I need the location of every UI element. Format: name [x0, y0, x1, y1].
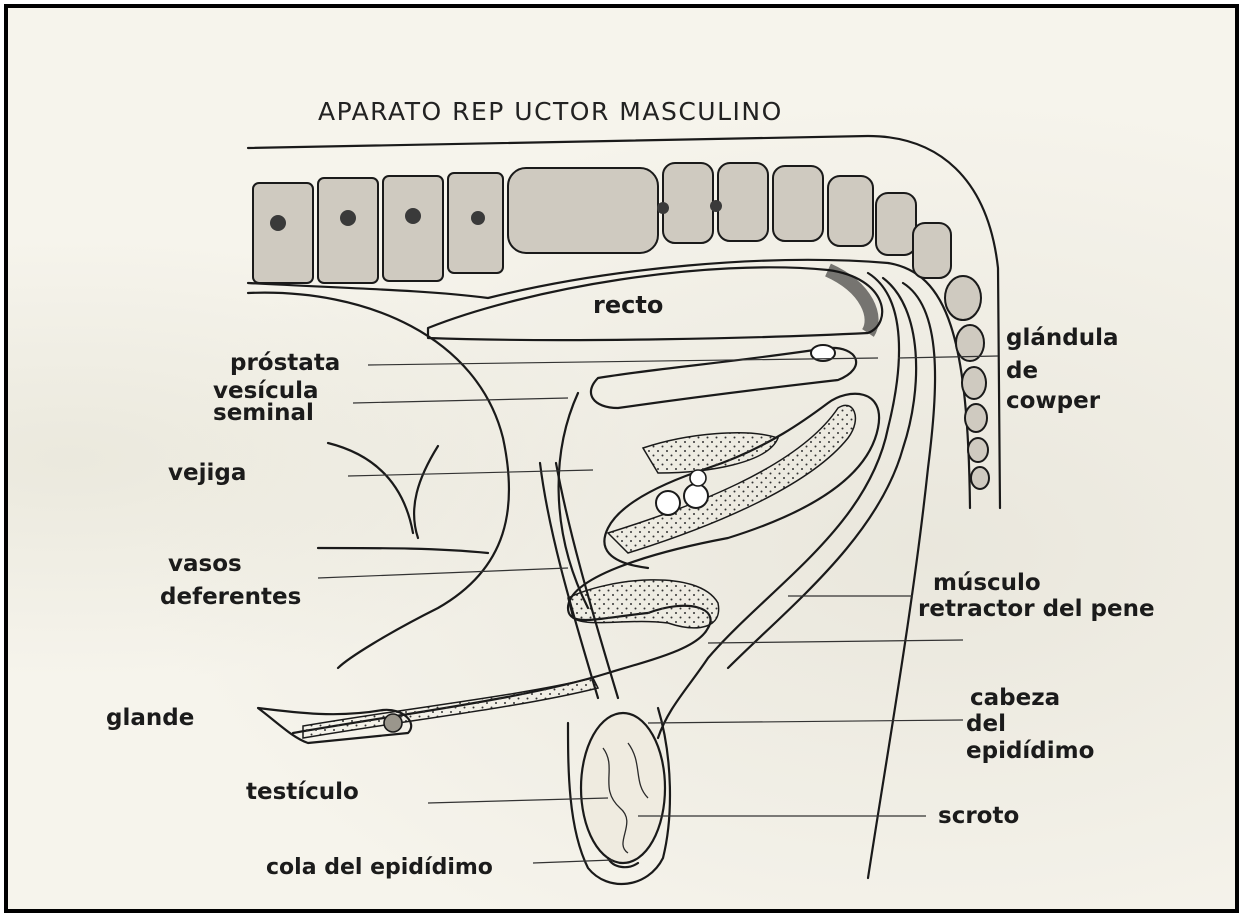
- label-del: del: [966, 711, 1006, 737]
- label-cowper: cowper: [1006, 388, 1101, 414]
- label-cabeza: cabeza: [970, 685, 1060, 711]
- bladder-shape: [248, 293, 509, 668]
- anatomy-diagram: APARATO REP UCTOR MASCULINO: [8, 8, 1235, 909]
- label-deferentes: deferentes: [160, 584, 301, 610]
- label-prostata: próstata: [230, 350, 340, 376]
- label-musculo: músculo: [933, 570, 1041, 596]
- label-epididimo: epidídimo: [966, 738, 1094, 764]
- label-recto: recto: [593, 291, 663, 319]
- label-glandula: glándula: [1006, 325, 1118, 351]
- diagram-frame: APARATO REP UCTOR MASCULINO: [4, 4, 1239, 913]
- label-scroto: scroto: [938, 803, 1019, 829]
- label-cola-epididimo: cola del epidídimo: [266, 855, 493, 880]
- label-seminal: seminal: [213, 400, 314, 426]
- label-vejiga: vejiga: [168, 460, 246, 486]
- label-testiculo: testículo: [246, 779, 359, 805]
- label-vasos: vasos: [168, 551, 242, 577]
- label-retractor: retractor del pene: [918, 596, 1155, 622]
- label-glande: glande: [106, 705, 194, 731]
- label-de: de: [1006, 358, 1038, 384]
- diagram-title: APARATO REP UCTOR MASCULINO: [318, 97, 783, 126]
- vertebral-column: [248, 136, 1000, 508]
